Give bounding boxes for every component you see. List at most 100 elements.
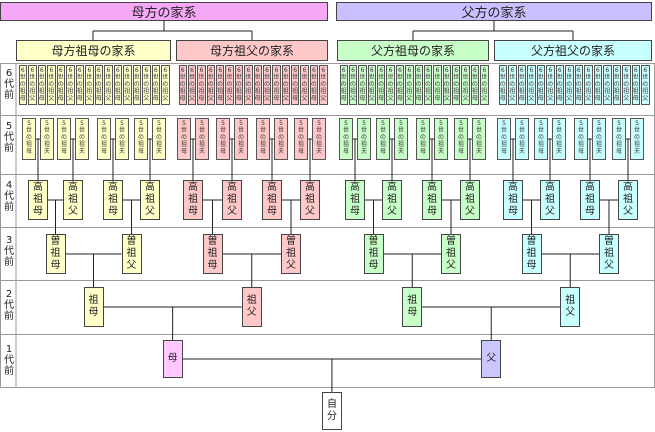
band-gen1 [0, 334, 655, 388]
ancestor-gen4-8: 高祖母 [345, 180, 365, 220]
gen5-char-2: 代 [4, 132, 14, 143]
gen1-char-3: 前 [4, 366, 14, 377]
ancestor-gen4-15: 高祖父 [618, 180, 638, 220]
ancestor-gen2-2: 祖母 [402, 287, 423, 327]
subheader-mf-label: 母方祖父の家系 [209, 44, 294, 58]
gen3-char-3: 前 [4, 257, 14, 268]
subheader-pm-label: 父方祖母の家系 [370, 44, 455, 58]
ancestor-gen4-9: 高祖父 [382, 180, 402, 220]
header-maternal: 母方の家系 [0, 2, 328, 21]
ancestor-gen3-5: 曽祖父 [441, 234, 461, 274]
gen2-char-2: 代 [4, 300, 14, 311]
gen5-char-1: 5 [5, 121, 13, 132]
ancestor-gen3-6: 曽祖母 [521, 234, 542, 274]
ancestor-gen4-6: 高祖母 [262, 180, 282, 220]
ancestor-gen4-12: 高祖母 [503, 180, 523, 220]
ancestor-gen4-2: 高祖母 [103, 180, 123, 220]
header-paternal: 父方の家系 [336, 2, 652, 21]
gen1-char-2: 代 [4, 355, 14, 366]
ancestor-gen3-2: 曽祖母 [202, 234, 223, 274]
gen2-char-1: 2 [5, 289, 13, 300]
self-box: 自分 [321, 392, 342, 430]
gen5-char-3: 前 [4, 143, 14, 154]
ancestor-gen2-0: 祖母 [83, 287, 104, 327]
ancestor-gen3-1: 曽祖父 [121, 234, 142, 274]
ancestor-gen4-4: 高祖母 [183, 180, 203, 220]
gen6-char-1: 6 [5, 68, 13, 79]
subheader-maternal-grandmother: 母方祖母の家系 [16, 40, 171, 61]
ancestor-gen4-0: 高祖母 [28, 180, 48, 220]
ancestor-gen3-3: 曽祖父 [281, 234, 301, 274]
gen4-char-1: 4 [5, 180, 13, 191]
ancestor-gen4-10: 高祖母 [422, 180, 442, 220]
gen3-char-1: 3 [5, 235, 13, 246]
header-paternal-label: 父方の家系 [461, 6, 527, 21]
ancestor-gen3-7: 曽祖父 [599, 234, 619, 274]
gen3-char-2: 代 [4, 246, 14, 257]
ancestor-gen4-5: 高祖父 [222, 180, 242, 220]
ancestor-gen4-7: 高祖父 [300, 180, 320, 220]
subheader-paternal-grandmother: 父方祖母の家系 [337, 40, 489, 61]
ancestor-gen4-13: 高祖父 [540, 180, 560, 220]
ancestor-gen4-3: 高祖父 [140, 180, 160, 220]
ancestor-gen4-1: 高祖父 [63, 180, 83, 220]
